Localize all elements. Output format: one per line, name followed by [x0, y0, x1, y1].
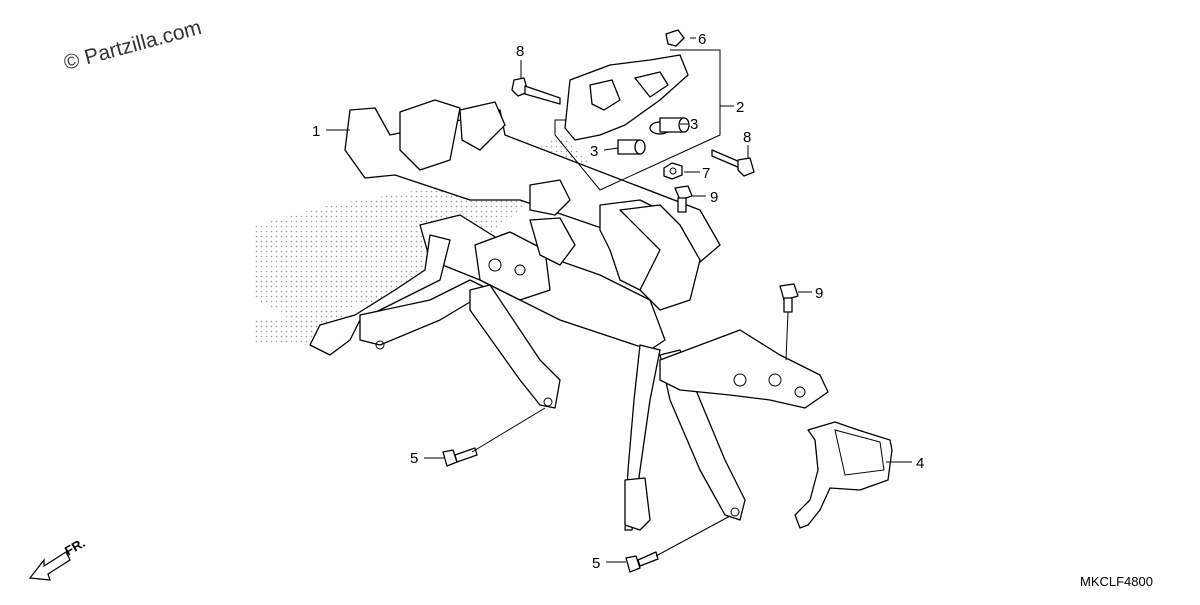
callout-5b: 5: [592, 555, 600, 572]
bracket-part-4[interactable]: [794, 421, 893, 529]
callout-3b: 3: [590, 143, 598, 160]
callout-3a: 3: [690, 116, 698, 133]
bolt-part-9b[interactable]: [779, 283, 799, 313]
nut-part-7[interactable]: [663, 162, 683, 180]
watermark-text: © Partzilla.com: [61, 16, 204, 75]
bolt-part-8a[interactable]: [511, 77, 561, 105]
bolt-part-5a[interactable]: [442, 447, 478, 467]
callout-4: 4: [916, 455, 924, 472]
callout-5a: 5: [410, 450, 418, 467]
callout-9b: 9: [815, 285, 823, 302]
front-arrow-icon: [28, 551, 71, 581]
stay-assembly-part-2[interactable]: [554, 49, 721, 191]
main-frame-part-1[interactable]: [309, 99, 829, 531]
callout-7: 7: [702, 165, 710, 182]
callout-1: 1: [312, 123, 320, 140]
callout-8a: 8: [516, 43, 524, 60]
callout-2: 2: [736, 99, 744, 116]
callout-9a: 9: [710, 189, 718, 206]
callout-6: 6: [698, 31, 706, 48]
leader-lines: [326, 37, 912, 563]
collar-part-3a[interactable]: [649, 117, 690, 135]
bolt-part-8b[interactable]: [711, 149, 755, 177]
collar-part-3b[interactable]: [617, 139, 646, 155]
front-direction-indicator: FR.: [28, 535, 88, 581]
clip-part-6[interactable]: [665, 29, 685, 47]
diagram-code: MKCLF4800: [1080, 574, 1153, 589]
bolt-part-5b[interactable]: [625, 551, 659, 573]
callout-labels: 1 2 3 3 4 5 5 6 7 8 8 9 9: [312, 31, 924, 572]
callout-8b: 8: [743, 129, 751, 146]
